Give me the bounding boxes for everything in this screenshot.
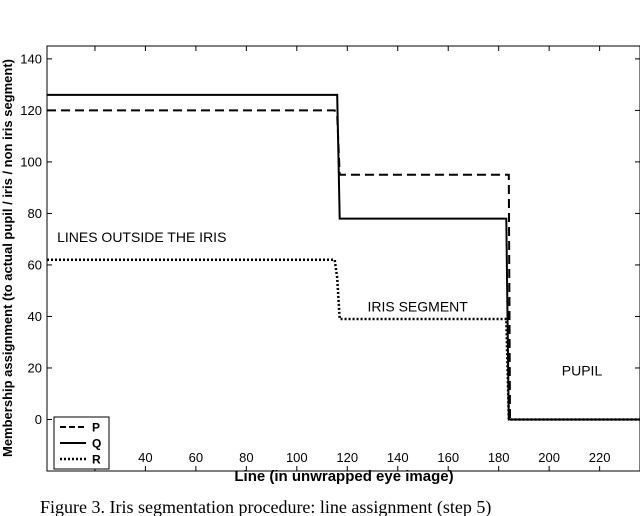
y-tick-label: 40 [28,309,42,324]
x-tick-label: 140 [387,450,409,465]
annotation-label: LINES OUTSIDE THE IRIS [57,229,226,245]
legend-label-P: P [92,421,100,435]
annotations: LINES OUTSIDE THE IRIS IRIS SEGMENT PUPIL [57,229,602,379]
y-axis: 0 20 40 60 80 100 120 140 [20,51,640,427]
y-tick-label: 0 [35,412,42,427]
series-P-line [47,109,640,421]
y-tick-label: 60 [28,257,42,272]
plot-frame [46,45,640,472]
x-axis-label: Line (in unwrapped eye image) [234,468,453,485]
y-tick-label: 100 [20,154,42,169]
x-tick-label: 80 [239,450,253,465]
y-tick-label: 80 [28,206,42,221]
series-Q-line [47,93,640,421]
y-tick-label: 120 [20,103,42,118]
x-tick-label: 40 [138,450,152,465]
x-tick-label: 220 [589,450,611,465]
figure-caption: Figure 3. Iris segmentation procedure: l… [40,497,491,516]
annotation-label: IRIS SEGMENT [367,298,468,314]
legend: PQR [53,416,110,470]
y-tick-label: 20 [28,360,42,375]
y-axis-label: Membership assignment (to actual pupil /… [0,59,15,457]
x-tick-label: 180 [488,450,510,465]
y-tick-label: 140 [20,51,42,66]
x-tick-label: 200 [538,450,560,465]
legend-label-R: R [92,453,101,467]
annotation-label: PUPIL [562,363,603,379]
x-tick-label: 120 [336,450,358,465]
series-R-line [47,258,640,421]
series-layer [47,93,640,421]
x-axis: 40 60 80 100 120 140 160 180 200 220 [94,46,611,471]
legend-label-Q: Q [92,437,101,451]
x-tick-label: 100 [286,450,308,465]
x-tick-label: 60 [189,450,203,465]
x-tick-label: 160 [437,450,459,465]
